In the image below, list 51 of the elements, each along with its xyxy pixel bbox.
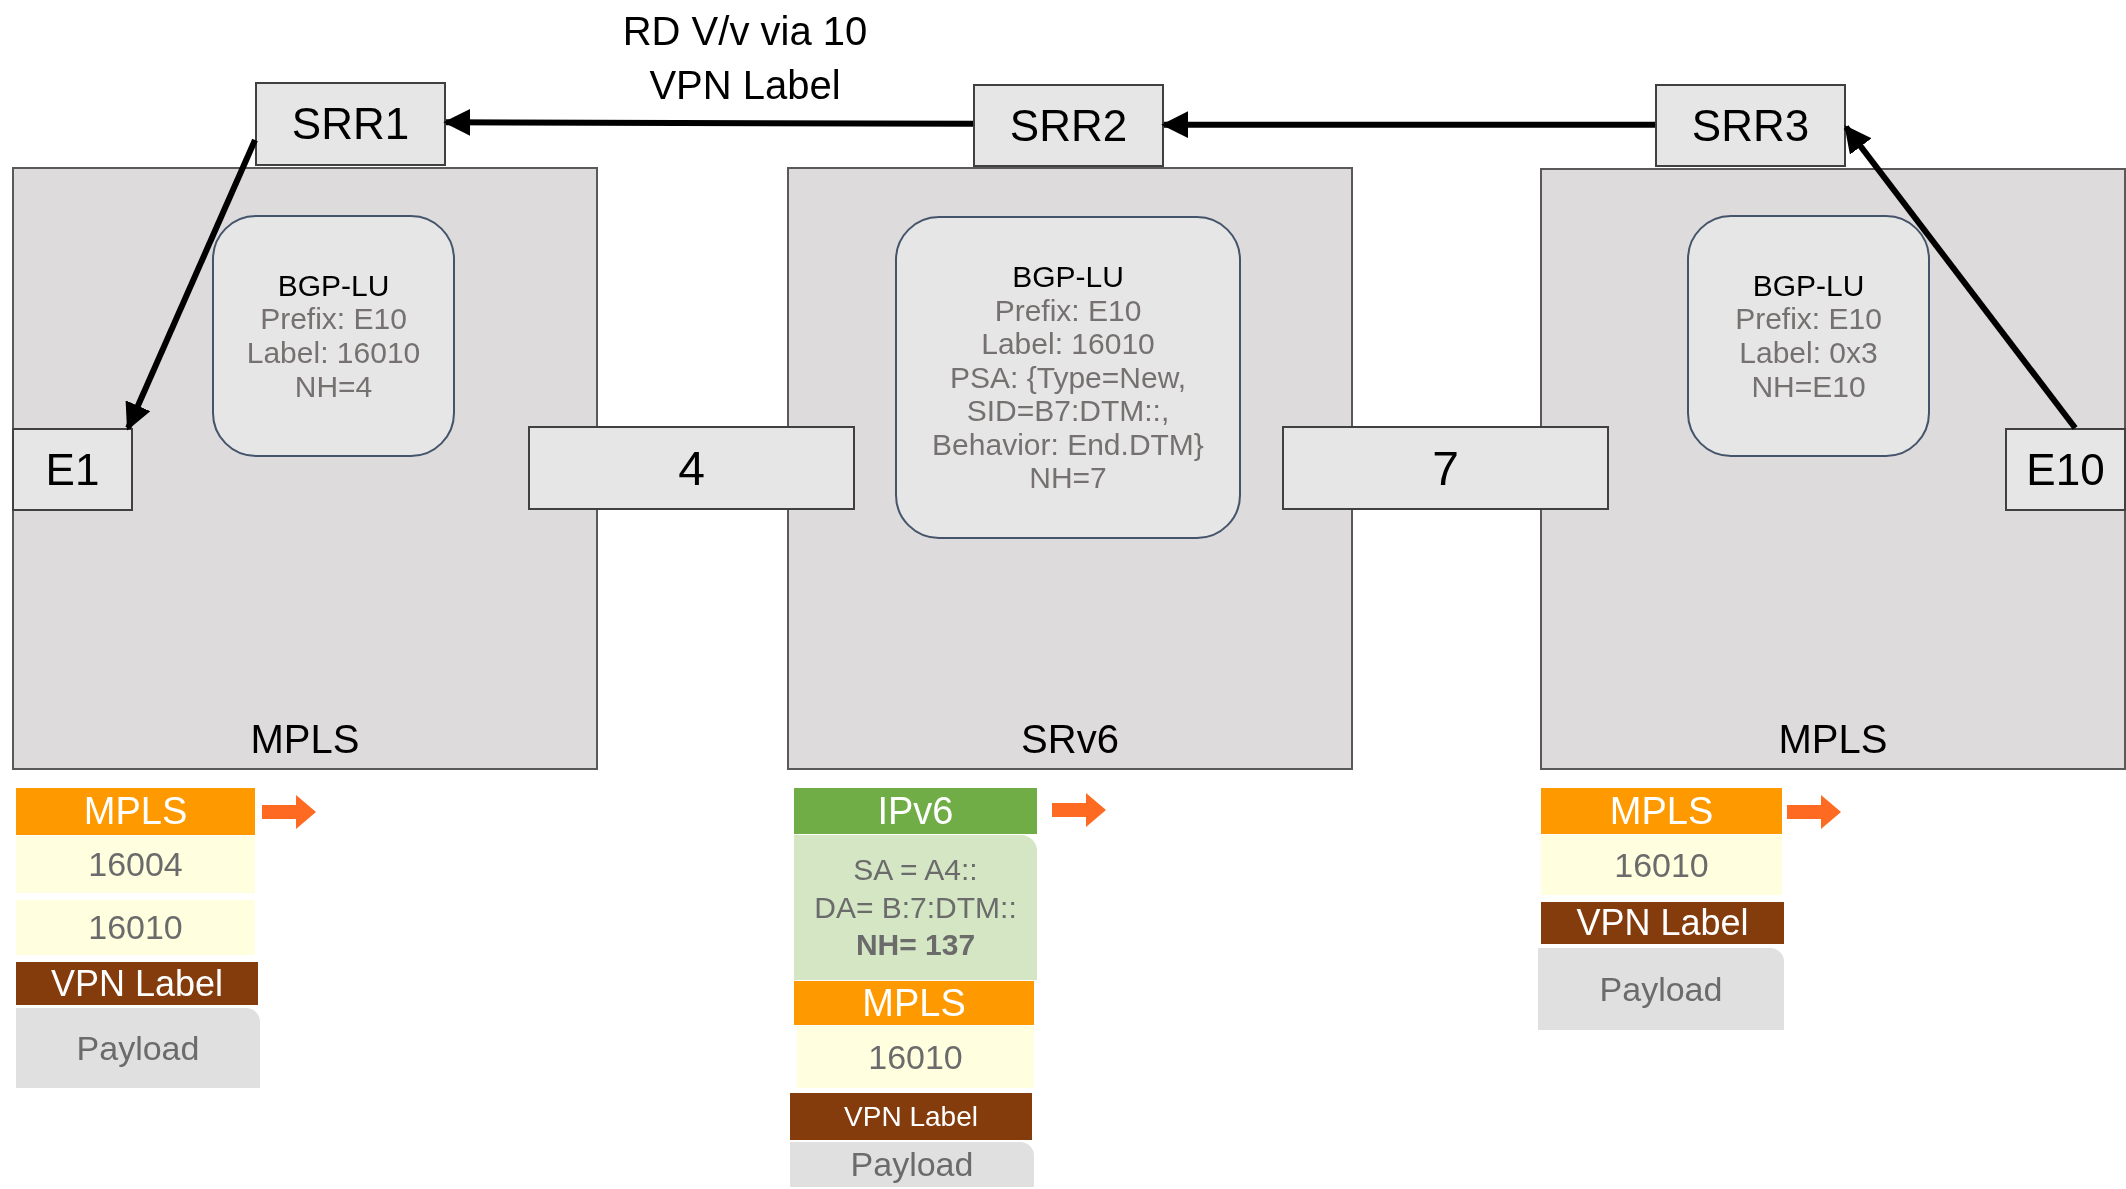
route-info-box xyxy=(895,216,1241,539)
domain-panel xyxy=(787,167,1353,770)
router-box: SRR1 xyxy=(255,82,446,166)
payload-field: Payload xyxy=(1538,948,1784,1030)
mpls-header: MPLS xyxy=(1541,788,1782,834)
domain-label: MPLS xyxy=(1777,717,1889,762)
vpn-label-field: VPN Label xyxy=(16,962,258,1005)
route-attribute: Prefix: E10 xyxy=(259,302,408,336)
endpoint-box: E1 xyxy=(12,428,133,511)
arrow xyxy=(1161,111,1655,139)
route-info-box xyxy=(1687,215,1930,457)
ipv6-fields xyxy=(794,835,1037,980)
route-attribute: NH=4 xyxy=(293,369,374,404)
route-heading: BGP-LU xyxy=(1011,259,1125,294)
payload-field: Payload xyxy=(16,1008,260,1088)
label-field: 16010 xyxy=(797,1026,1034,1088)
arrow xyxy=(1843,125,2078,430)
route-attribute: Prefix: E10 xyxy=(993,293,1143,328)
ipv6-header: IPv6 xyxy=(794,788,1037,834)
domain-panel xyxy=(12,167,598,770)
route-attribute: PSA: {Type=New, SID=B7:DTM::, Behavior: End.DTM} xyxy=(931,360,1205,462)
router-box: SRR2 xyxy=(973,84,1164,167)
route-attribute: Label: 16010 xyxy=(980,327,1156,361)
mpls-header: MPLS xyxy=(794,981,1034,1025)
route-attribute: Label: 0x3 xyxy=(1738,336,1879,370)
domain-label: SRv6 xyxy=(1020,717,1120,762)
domain-label: MPLS xyxy=(249,717,361,762)
label-field: 16004 xyxy=(16,836,255,893)
payload-field: Payload xyxy=(790,1142,1034,1187)
arrow xyxy=(443,108,973,136)
domain-panel xyxy=(1540,168,2126,770)
link-box: 4 xyxy=(528,426,855,510)
route-heading: BGP-LU xyxy=(1751,268,1866,303)
label-field: 16010 xyxy=(16,900,255,955)
route-attribute: NH=7 xyxy=(1028,461,1108,496)
mpls-header: MPLS xyxy=(16,788,255,835)
route-attribute: NH=E10 xyxy=(1750,369,1867,404)
link-box: 7 xyxy=(1282,426,1609,510)
vpn-label-field: VPN Label xyxy=(790,1093,1032,1140)
route-attribute: Label: 16010 xyxy=(245,336,422,370)
header-field-text: SA = A4:: xyxy=(853,852,978,889)
endpoint-box: E10 xyxy=(2005,428,2126,511)
arrow xyxy=(125,138,258,431)
label-field: 16010 xyxy=(1541,835,1782,895)
header-field-text: DA= B:7:DTM:: xyxy=(814,889,1017,926)
header-field-text: NH= 137 xyxy=(855,927,976,964)
router-box: SRR3 xyxy=(1655,84,1846,167)
route-attribute: Prefix: E10 xyxy=(1734,302,1883,336)
vpn-label-field: VPN Label xyxy=(1541,902,1784,944)
route-info-box xyxy=(212,215,455,457)
route-heading: BGP-LU xyxy=(276,268,391,303)
